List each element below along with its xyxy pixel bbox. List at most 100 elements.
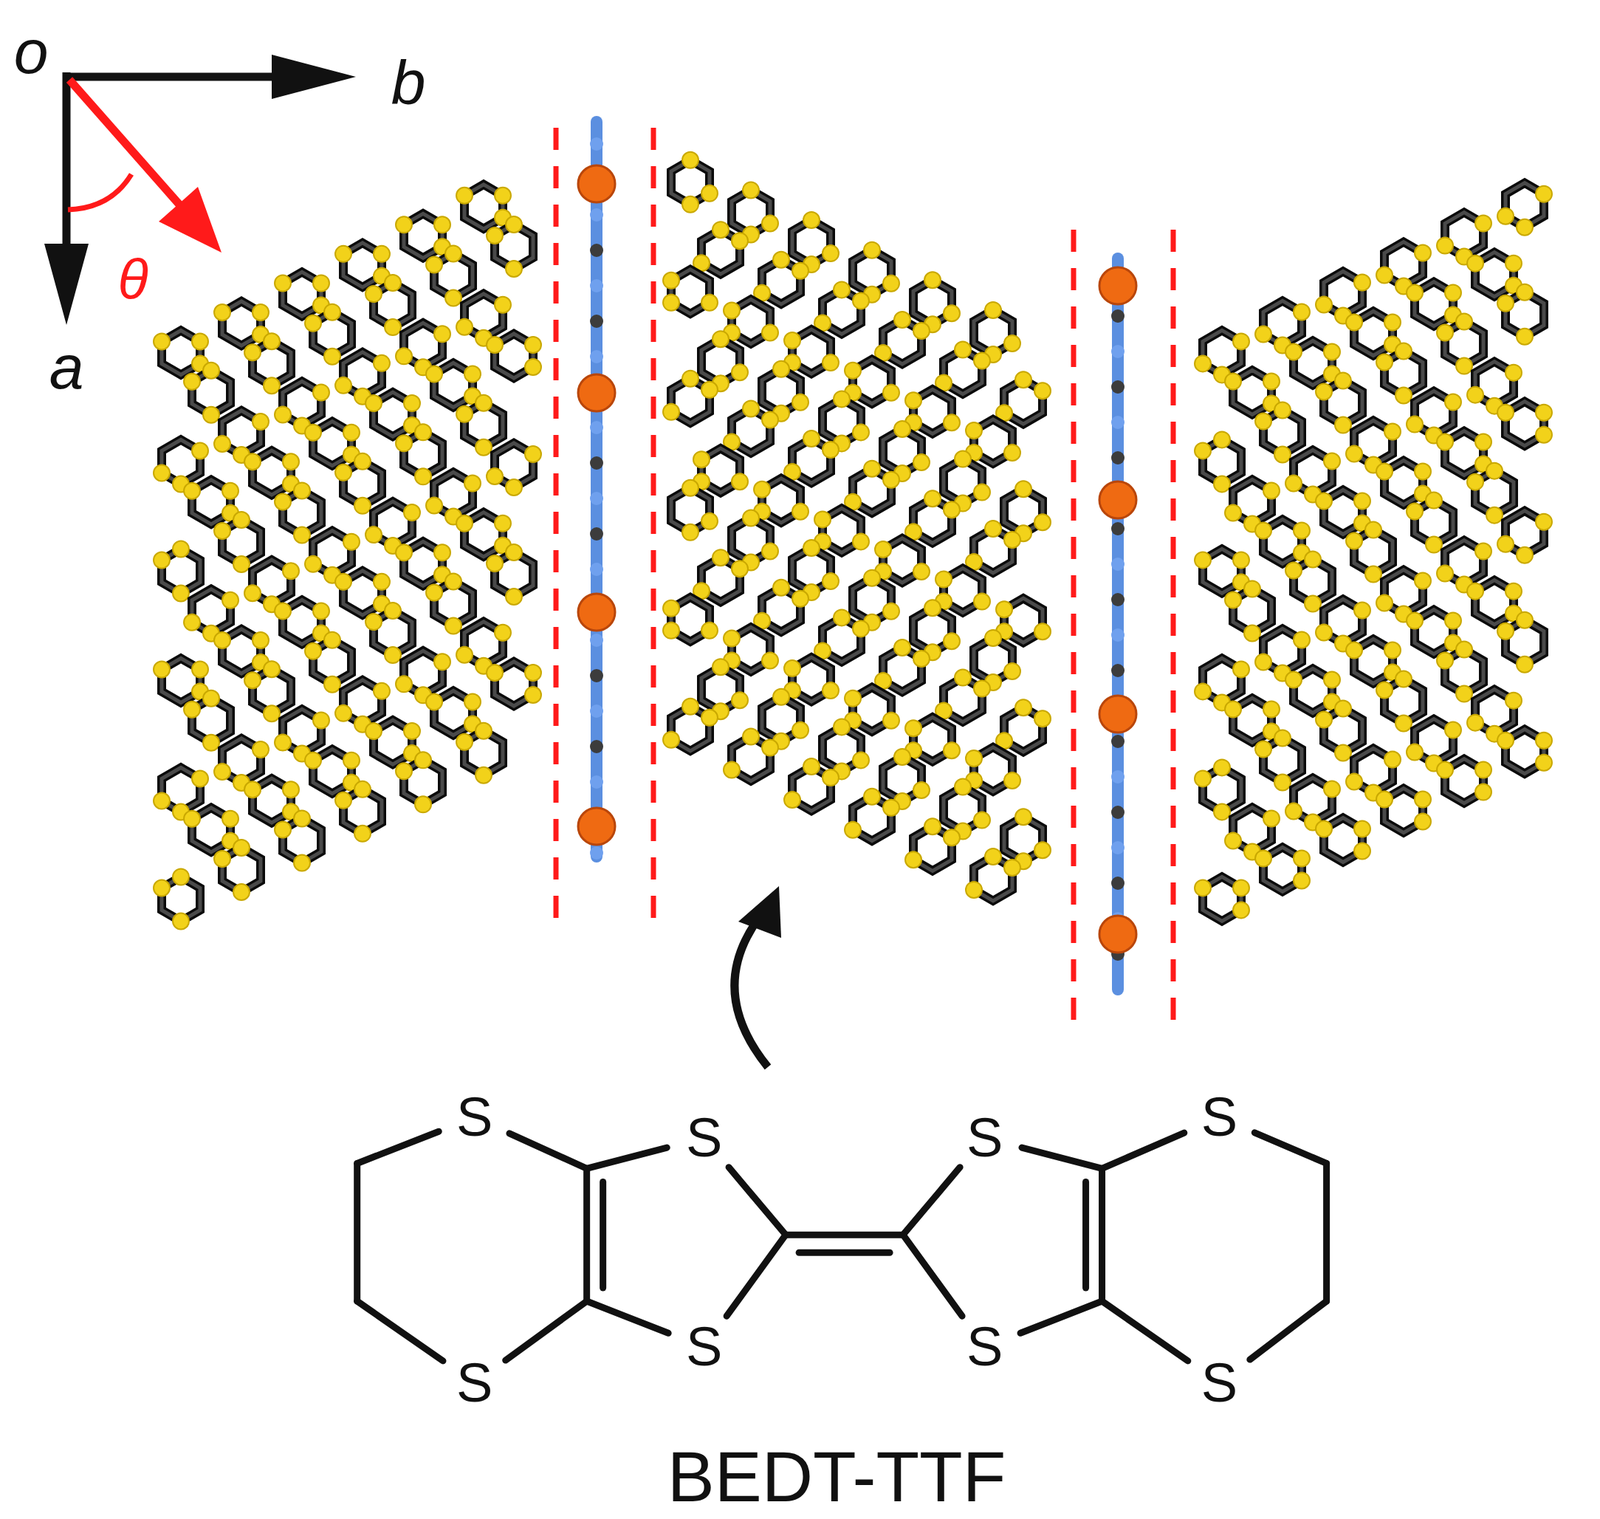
sulfur-atom — [1475, 784, 1492, 801]
layer-boundaries — [555, 127, 1174, 1031]
sulfur-atom — [814, 510, 831, 528]
sulfur-atom — [1334, 416, 1352, 433]
sulfur-atom — [214, 632, 231, 649]
sulfur-atom — [304, 315, 322, 332]
sulfur-atom — [244, 344, 261, 361]
sulfur-atom — [222, 482, 239, 500]
sulfur-atom — [731, 473, 748, 490]
sulfur-atom — [1194, 770, 1211, 787]
sulfur-atom — [852, 533, 870, 550]
sulfur-atom — [1233, 879, 1250, 896]
sulfur-atom — [1346, 533, 1363, 550]
sulfur-atom — [1274, 445, 1291, 463]
sulfur-atom — [822, 572, 839, 590]
sulfur-atom — [965, 422, 983, 439]
sulfur-atom — [935, 571, 952, 588]
sulfur-atom — [354, 825, 371, 842]
sulfur-atom — [1376, 791, 1393, 808]
sulfur-atom — [1505, 692, 1522, 709]
sulfur-atom — [1304, 595, 1321, 612]
sulfur-atom — [773, 361, 790, 378]
sulfur-atom — [1516, 612, 1533, 629]
sulfur-atom — [1425, 536, 1442, 554]
sulfur-atom — [1467, 255, 1484, 272]
sulfur-atom — [324, 348, 341, 365]
sulfur-atom — [335, 792, 352, 809]
sulfur-atom — [365, 526, 382, 543]
sulfur-atom — [293, 809, 311, 827]
sulfur-atom — [505, 260, 523, 277]
sulfur-atom — [1384, 423, 1401, 441]
bond — [509, 1133, 587, 1169]
sulfur-atom — [663, 403, 680, 421]
sulfur-atom — [761, 739, 779, 756]
sulfur-atom — [335, 377, 352, 394]
sulfur-atom — [414, 795, 432, 813]
sulfur-atom — [464, 694, 481, 711]
sulfur-atom — [913, 454, 930, 471]
sulfur-atom — [282, 562, 300, 579]
sulfur-atom — [282, 453, 300, 470]
sulfur-atom — [833, 281, 850, 298]
sulfur-atom — [1034, 513, 1051, 531]
sulfur-atom — [183, 482, 201, 500]
sulfur-atom — [191, 770, 209, 788]
sulfur-atom — [1285, 474, 1302, 492]
sulfur-atom — [1315, 820, 1332, 837]
sulfur-atom — [1015, 371, 1032, 388]
sulfur-atom — [1475, 215, 1492, 232]
atom-label: S — [1201, 1089, 1238, 1145]
sulfur-atom — [505, 544, 523, 561]
sulfur-atom — [682, 196, 699, 213]
sulfur-atom — [1384, 314, 1401, 331]
sulfur-atom — [1475, 434, 1492, 451]
axis-label: b — [391, 51, 427, 114]
sulfur-atom — [524, 336, 542, 353]
sulfur-atom — [943, 414, 960, 431]
sulfur-atom — [784, 791, 801, 808]
sulfur-atom — [395, 347, 412, 365]
sulfur-atom — [1497, 295, 1514, 312]
sulfur-atom — [844, 821, 861, 839]
sulfur-atom — [274, 493, 291, 510]
sulfur-atom — [214, 435, 231, 452]
sulfur-atom — [1274, 773, 1291, 791]
sulfur-atom — [414, 423, 432, 441]
sulfur-atom — [222, 592, 239, 609]
sulfur-atom — [293, 854, 311, 871]
bond — [583, 1168, 590, 1301]
sulfur-atom — [1456, 685, 1473, 703]
sulfur-atom — [943, 632, 960, 650]
bond — [1254, 1132, 1327, 1164]
sulfur-atom — [384, 602, 401, 619]
sulfur-atom — [313, 602, 330, 619]
sulfur-atom — [263, 377, 280, 394]
sulfur-atom — [822, 354, 839, 371]
sulfur-atom — [1456, 358, 1473, 375]
sulfur-atom — [1475, 761, 1492, 779]
sulfur-atom — [883, 712, 900, 729]
sulfur-atom — [954, 669, 971, 686]
sulfur-atom — [761, 411, 779, 428]
sulfur-atom — [1293, 303, 1310, 320]
bond — [353, 1162, 361, 1301]
sulfur-atom — [1535, 186, 1553, 203]
sulfur-atom — [1384, 751, 1401, 768]
sulfur-atom — [1004, 335, 1021, 352]
sulfur-atom — [663, 731, 680, 748]
sulfur-atom — [1354, 273, 1371, 291]
sulfur-atom — [1395, 671, 1412, 688]
axis-label: a — [49, 335, 85, 398]
sulfur-atom — [1535, 404, 1553, 421]
copper-atom — [1099, 481, 1137, 519]
sulfur-atom — [434, 653, 451, 670]
sulfur-atom — [403, 504, 421, 521]
sulfur-atom — [1444, 285, 1462, 302]
sulfur-atom — [373, 573, 390, 590]
sulfur-atom — [343, 424, 360, 441]
sulfur-atom — [723, 301, 740, 319]
sulfur-atom — [833, 718, 850, 735]
sulfur-atom — [1354, 601, 1371, 618]
sulfur-atom — [784, 660, 801, 677]
